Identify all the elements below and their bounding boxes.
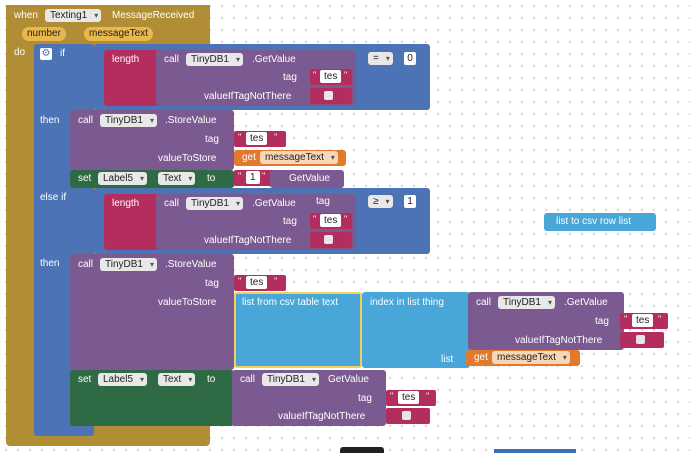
empty-text-value-5[interactable] bbox=[636, 335, 645, 344]
method-label-5: .GetValue bbox=[564, 297, 608, 308]
quote-icon: " bbox=[390, 391, 394, 401]
tinydb-dropdown-4[interactable]: TinyDB1 bbox=[100, 258, 157, 271]
list-to-csv-row-label: list to csv row list bbox=[556, 216, 632, 227]
tinydb-dropdown-1[interactable]: TinyDB1 bbox=[186, 53, 243, 66]
tag-value-4[interactable]: tes bbox=[246, 276, 268, 289]
quote-icon: " bbox=[344, 70, 348, 80]
call-label-6: call bbox=[240, 374, 256, 385]
tag-value-2[interactable]: tes bbox=[246, 132, 268, 145]
index-in-list-block[interactable] bbox=[362, 292, 470, 368]
length-block-2[interactable] bbox=[104, 194, 160, 250]
tag-value-3[interactable]: tes bbox=[320, 214, 342, 227]
set-label-1: set bbox=[78, 173, 92, 184]
quote-icon: " bbox=[313, 70, 317, 80]
operator-dropdown-eq[interactable]: = bbox=[368, 52, 393, 65]
quote-icon: " bbox=[658, 314, 662, 324]
tag-label-1: tag bbox=[283, 72, 297, 83]
quote-icon: " bbox=[344, 214, 348, 224]
value-to-store-label-2: valueToStore bbox=[158, 297, 217, 308]
component-dropdown-texting1[interactable]: Texting1 bbox=[45, 9, 102, 22]
tinydb-dropdown-5[interactable]: TinyDB1 bbox=[498, 296, 555, 309]
param-message-text[interactable]: messageText bbox=[84, 27, 153, 41]
compare-value-1[interactable]: 1 bbox=[404, 195, 416, 208]
tinydb-dropdown-6[interactable]: TinyDB1 bbox=[262, 373, 319, 386]
text-prop-dropdown-1[interactable]: Text bbox=[158, 172, 196, 185]
var-dropdown-2[interactable]: messageText bbox=[492, 351, 570, 364]
call-label-4: call bbox=[78, 259, 94, 270]
then-label-2: then bbox=[40, 258, 60, 269]
list-from-csv-table-block[interactable] bbox=[234, 292, 362, 368]
storevalue-block-2[interactable] bbox=[70, 254, 234, 370]
tinydb-dropdown-3[interactable]: TinyDB1 bbox=[186, 197, 243, 210]
partial-getvalue-block[interactable] bbox=[270, 170, 344, 188]
list-from-csv-table-label: list from csv table text bbox=[242, 297, 339, 308]
tag-label-5: tag bbox=[595, 316, 609, 327]
empty-text-value-6[interactable] bbox=[402, 411, 411, 420]
value-if-label-5: valueIfTagNotThere bbox=[515, 335, 603, 346]
operator-dropdown-gte[interactable]: ≥ bbox=[368, 195, 393, 208]
tag-label-4: tag bbox=[205, 278, 219, 289]
tag-label-2: tag bbox=[205, 134, 219, 145]
call-label-5: call bbox=[476, 297, 492, 308]
tag-label-3b: tag bbox=[316, 196, 330, 207]
length-label-2: length bbox=[112, 198, 140, 209]
to-label-1: to bbox=[207, 173, 216, 184]
then-label-1: then bbox=[40, 115, 60, 126]
compare-value-0[interactable]: 0 bbox=[404, 52, 416, 65]
tag-label-3: tag bbox=[283, 216, 297, 227]
tag-value-6[interactable]: tes bbox=[398, 391, 420, 404]
to-label-2: to bbox=[207, 374, 216, 385]
get-label-1: get bbox=[242, 152, 256, 163]
value-if-label-3: valueIfTagNotThere bbox=[204, 235, 292, 246]
scrollbar-track-right[interactable] bbox=[494, 449, 576, 453]
tinydb-dropdown-2[interactable]: TinyDB1 bbox=[100, 114, 157, 127]
else-if-label: else if bbox=[40, 192, 67, 203]
value-if-label-6: valueIfTagNotThere bbox=[278, 411, 366, 422]
method-label-4: .StoreValue bbox=[165, 259, 217, 270]
tag-label-6: tag bbox=[358, 393, 372, 404]
do-label: do bbox=[14, 47, 26, 58]
quote-icon: " bbox=[274, 276, 278, 286]
call-label-2: call bbox=[78, 115, 94, 126]
event-name-label: MessageReceived bbox=[112, 10, 195, 21]
quote-icon: " bbox=[262, 171, 266, 181]
method-label-2: .StoreValue bbox=[165, 115, 217, 126]
when-label: when bbox=[14, 10, 38, 21]
call-label-1: call bbox=[164, 54, 180, 65]
method-label-1: .GetValue bbox=[252, 54, 296, 65]
partial-getvalue-label: GetValue bbox=[289, 173, 330, 184]
if-label: if bbox=[60, 48, 65, 59]
tag-value-1[interactable]: tes bbox=[320, 70, 342, 83]
quote-icon: " bbox=[238, 171, 242, 181]
empty-text-value-1[interactable] bbox=[324, 91, 333, 100]
value-if-label-1: valueIfTagNotThere bbox=[204, 91, 292, 102]
text-prop-dropdown-2[interactable]: Text bbox=[158, 373, 196, 386]
value-to-store-label-1: valueToStore bbox=[158, 153, 217, 164]
list-to-csv-row-block[interactable] bbox=[544, 213, 656, 231]
scrollbar-thumb[interactable] bbox=[340, 447, 384, 453]
label5-dropdown-2[interactable]: Label5 bbox=[98, 373, 148, 386]
quote-icon: " bbox=[624, 314, 628, 324]
quote-icon: " bbox=[274, 132, 278, 142]
length-block-1[interactable] bbox=[104, 50, 160, 106]
call-label-3: call bbox=[164, 198, 180, 209]
quote-icon: " bbox=[313, 214, 317, 224]
var-dropdown-1[interactable]: messageText bbox=[260, 151, 338, 164]
method-label-6: GetValue bbox=[328, 374, 369, 385]
tag-value-5[interactable]: tes bbox=[632, 314, 654, 327]
list-label: list bbox=[441, 354, 454, 365]
set-label-2: set bbox=[78, 374, 92, 385]
quote-icon: " bbox=[238, 132, 242, 142]
length-label-1: length bbox=[112, 54, 140, 65]
param-number[interactable]: number bbox=[22, 27, 66, 41]
empty-text-value-3[interactable] bbox=[324, 235, 333, 244]
get-label-2: get bbox=[474, 352, 488, 363]
quote-icon: " bbox=[238, 276, 242, 286]
method-label-3: .GetValue bbox=[252, 198, 296, 209]
index-in-list-label: index in list thing bbox=[370, 297, 444, 308]
mutator-gear-icon[interactable]: ⚙ bbox=[40, 48, 52, 60]
label5-dropdown-1[interactable]: Label5 bbox=[98, 172, 148, 185]
num-value-1[interactable]: 1 bbox=[246, 171, 260, 184]
quote-icon: " bbox=[426, 391, 430, 401]
